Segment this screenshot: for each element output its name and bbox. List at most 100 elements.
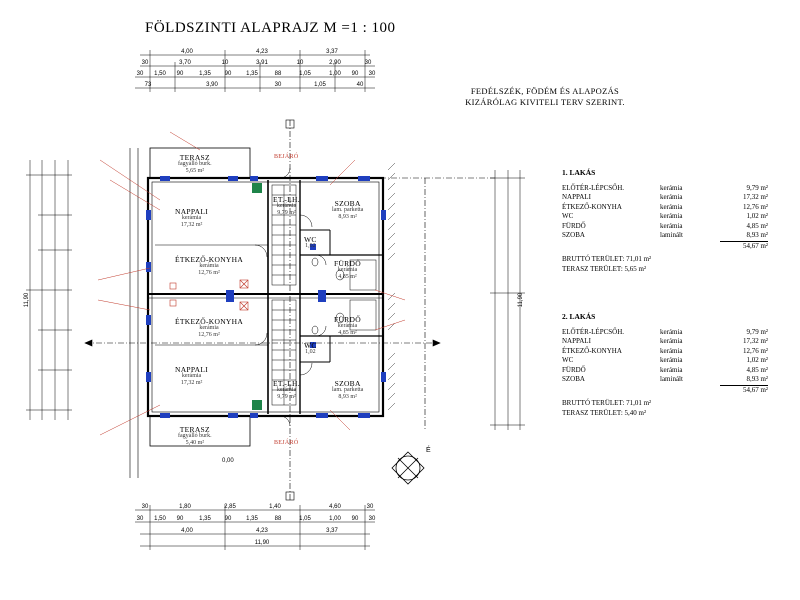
unit-heading: 2. LAKÁS xyxy=(562,312,596,321)
schedule-area: 4,85 m² xyxy=(746,221,768,230)
room-name: BEJÁRÓ xyxy=(274,154,299,160)
section-markers xyxy=(84,119,441,501)
room-floor: fagyálló burk. xyxy=(178,161,212,167)
dim-top-r2-6: 30 xyxy=(365,60,372,66)
gross-area: BRUTTÓ TERÜLET: 71,01 m² xyxy=(562,399,652,407)
dim-top-r3-1: 1,50 xyxy=(154,71,166,77)
dim-top-1: 4,00 xyxy=(181,49,193,55)
room-area: 5,65 m² xyxy=(185,168,205,174)
room-name: ET.-LH. xyxy=(273,379,300,388)
bottom-dimension-chains xyxy=(135,505,375,550)
dim-bot-total: 11,90 xyxy=(255,540,270,546)
room-label-nappali-bottom: NAPPALI kerámia 17,32 m² xyxy=(175,366,208,387)
room-name: ET.-LH. xyxy=(273,195,300,204)
dim-bot-r2-8: 1,00 xyxy=(329,516,341,522)
schedule-area: 4,85 m² xyxy=(746,365,768,374)
room-area: 8,93 m² xyxy=(338,214,357,220)
dim-bot-r3-0: 4,00 xyxy=(181,528,193,534)
dim-top-3: 3,37 xyxy=(326,49,338,55)
schedule-area: 9,79 m² xyxy=(746,183,768,192)
compass-north-label: É xyxy=(426,445,431,454)
top-dimension-chains xyxy=(135,50,375,92)
room-area: 5,40 m² xyxy=(185,440,205,446)
room-floor: kerámia xyxy=(337,323,358,329)
room-area: 12,76 m² xyxy=(198,332,220,338)
room-floor: kerámia xyxy=(181,373,202,379)
stairs xyxy=(271,184,297,406)
schedule-total: 54,67 m² xyxy=(720,240,768,252)
dim-bot-r2-2: 90 xyxy=(177,516,184,522)
dim-bot-r2-1: 1,50 xyxy=(154,516,166,522)
schedule-area: 8,93 m² xyxy=(746,375,768,383)
dim-top-r3-7: 1,05 xyxy=(299,71,311,77)
left-dimension-chains xyxy=(26,160,72,420)
room-label-terasz-bottom: TERASZ fagyálló burk. 5,40 m² xyxy=(178,426,212,447)
dim-top-r2-0: 30 xyxy=(142,60,149,66)
room-area: 9,79 m² xyxy=(277,210,296,216)
schedule-material: kerámia xyxy=(660,221,683,230)
room-area: 8,93 m² xyxy=(338,394,357,400)
dim-top-r4-1: 3,90 xyxy=(206,82,218,88)
room-floor: kerámia xyxy=(181,215,202,221)
room-name: TERASZ xyxy=(179,153,210,162)
room-name: NAPPALI xyxy=(175,207,209,216)
bottom-dimension-labels: 30 1,80 2,85 1,40 4,60 30 30 1,50 90 1,3… xyxy=(137,504,376,546)
top-dimension-labels: 4,00 4,23 3,37 30 3,70 10 3,91 10 2,90 3… xyxy=(137,49,376,88)
schedule-total: 54,67 m² xyxy=(720,384,768,396)
schedule-room: FÜRDŐ xyxy=(562,365,586,374)
schedule-room: NAPPALI xyxy=(562,193,591,201)
room-label-szoba-top: SZOBA lam. parketta 8,93 m² xyxy=(332,200,363,221)
room-name: ÉTKEZŐ-KONYHA xyxy=(175,317,244,326)
dim-top-r3-3: 1,35 xyxy=(199,71,211,77)
schedule-row: FÜRDŐ kerámia 4,85 m² xyxy=(562,222,768,232)
dim-bot-r1-4: 4,60 xyxy=(329,504,341,510)
schedule-material: kerámia xyxy=(660,327,683,336)
note-line-2: KIZÁRÓLAG KIVITELI TERV SZERINT. xyxy=(465,97,625,107)
dim-top-r3-2: 90 xyxy=(177,71,184,77)
dim-top-r3-10: 30 xyxy=(369,71,376,77)
room-label-wc-top: WC 1,02 xyxy=(304,236,317,250)
room-area: 17,32 m² xyxy=(180,222,203,228)
room-floor: kerámia xyxy=(199,263,219,269)
room-area: 4,85 m² xyxy=(338,274,357,280)
schedule-area: 12,76 m² xyxy=(742,202,768,211)
room-label-szoba-bottom: SZOBA lam. parketta 8,93 m² xyxy=(332,380,363,401)
schedule-material: kerámia xyxy=(660,337,683,345)
building-walls xyxy=(146,176,385,418)
dim-bot-r1-3: 1,40 xyxy=(269,504,281,510)
room-floor: lam. parketta xyxy=(332,207,364,213)
room-area: 4,85 m² xyxy=(338,330,357,336)
room-name: FÜRDŐ xyxy=(334,259,361,268)
windows xyxy=(146,176,386,418)
terraces xyxy=(129,147,251,478)
schedule-room: FÜRDŐ xyxy=(562,221,586,230)
room-name: SZOBA xyxy=(334,379,361,388)
schedule-room: ELŐTÉR-LÉPCSŐH. xyxy=(562,183,625,192)
schedule-material: kerámia xyxy=(660,193,683,201)
dim-bot-r1-0: 30 xyxy=(142,504,149,510)
dim-bot-r3-1: 4,23 xyxy=(256,528,268,534)
room-name: WC xyxy=(304,341,317,350)
dim-bot-r3-2: 3,37 xyxy=(326,528,338,534)
room-name: FÜRDŐ xyxy=(334,315,361,324)
room-floor: kerámia xyxy=(199,325,219,331)
schedule-area: 17,32 m² xyxy=(742,337,768,345)
terrace-area: TERASZ TERÜLET: 5,65 m² xyxy=(562,264,647,273)
schedule-material: laminált xyxy=(660,231,683,239)
dim-bot-r2-4: 90 xyxy=(225,516,232,522)
room-name: ÉTKEZŐ-KONYHA xyxy=(175,255,244,264)
room-name: WC xyxy=(304,235,317,244)
room-area: 12,76 m² xyxy=(198,270,220,276)
schedule-room: SZOBA xyxy=(562,375,585,383)
schedule-total-row: 54,67 m² xyxy=(562,240,768,252)
dim-top-r2-2: 10 xyxy=(222,60,229,66)
